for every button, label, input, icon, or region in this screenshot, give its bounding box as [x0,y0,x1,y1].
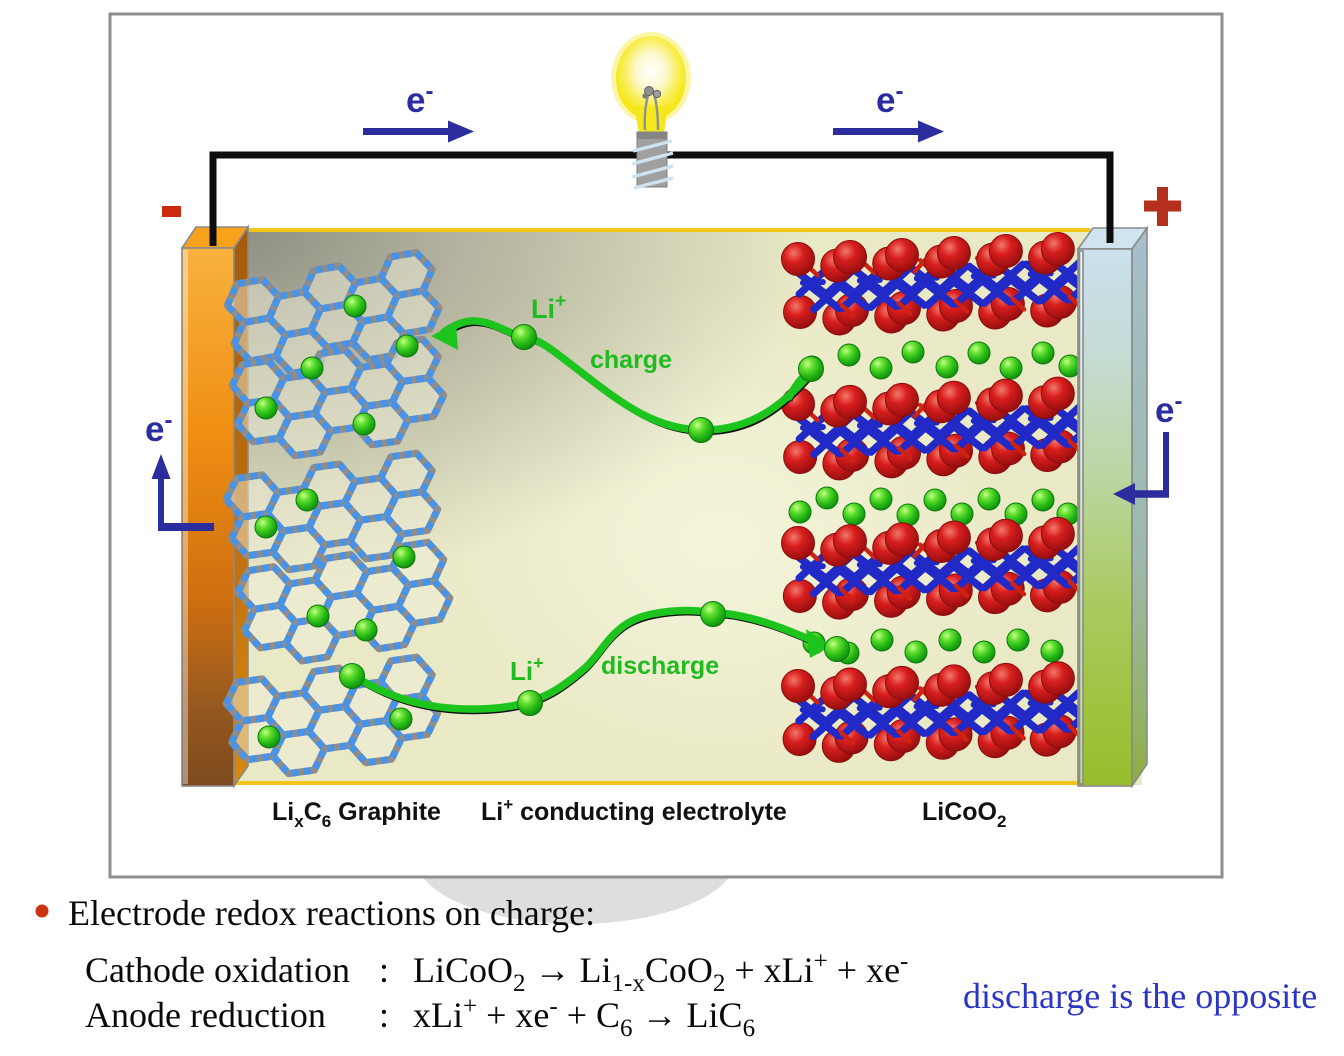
svg-text:discharge is the opposite: discharge is the opposite [963,976,1317,1016]
svg-text:Anode reduction: Anode reduction [85,995,326,1035]
svg-text:discharge: discharge [601,652,719,680]
svg-text:Cathode oxidation: Cathode oxidation [85,950,350,990]
svg-text:Electrode redox reactions on c: Electrode redox reactions on charge: [68,893,595,933]
svg-text:Li+ conducting electrolyte: Li+ conducting electrolyte [481,795,787,826]
svg-text:LiCoO2 → Li1-xCoO2 + xLi+ + xe: LiCoO2 → Li1-xCoO2 + xLi+ + xe- [413,948,908,997]
svg-text::: : [379,950,389,990]
svg-text::: : [379,995,389,1035]
svg-text:LiCoO2: LiCoO2 [922,798,1006,831]
svg-text:charge: charge [590,346,672,374]
